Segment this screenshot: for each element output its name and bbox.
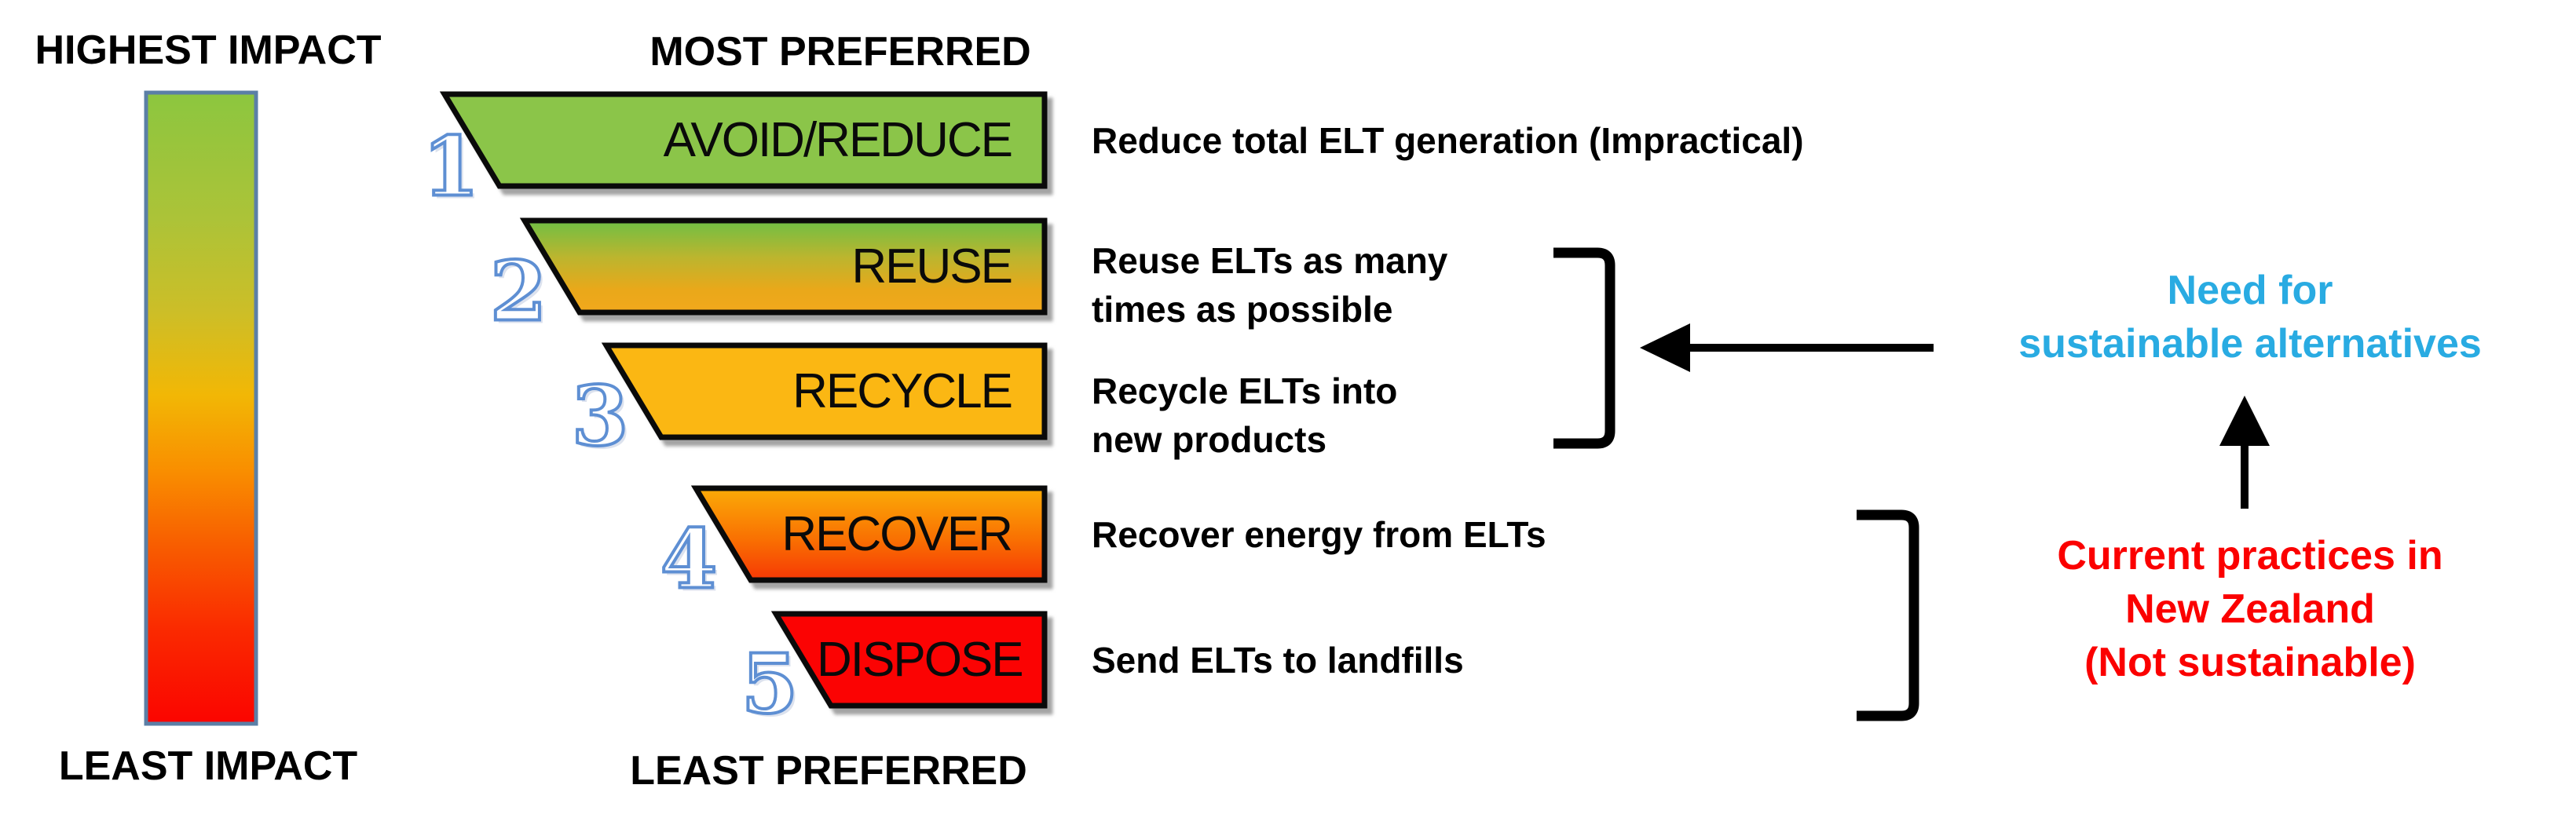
step-5-description-line1: Send ELTs to landfills [1092,639,1464,681]
step-1-number: 1 [421,117,481,217]
current-note-line3: (Not sustainable) [2084,640,2416,685]
step-5-number: 5 [740,634,800,734]
step-4-label: RECOVER [781,507,1013,561]
need-for-alternatives-note: Need for sustainable alternatives [1948,264,2552,371]
step-3-description-line1: Recycle ELTs into [1092,371,1398,411]
step-4-description: Recover energy from ELTs [1092,488,1924,580]
step-2-number: 2 [488,242,548,341]
least-preferred-label: LEAST PREFERRED [630,748,1027,794]
highest-impact-label: HIGHEST IMPACT [35,27,382,73]
impact-bar-rect [144,90,258,726]
step-3-description: Recycle ELTs into new products [1092,363,1924,468]
step-3-label: RECYCLE [792,364,1013,418]
step-3-description-line2: new products [1092,419,1327,460]
step-1-description-line1: Reduce total ELT generation (Impractical… [1092,119,1804,161]
step-4-shape [690,485,1048,583]
step-5-description: Send ELTs to landfills [1092,614,1924,706]
current-practices-note: Current practices in New Zealand (Not su… [1948,529,2552,689]
step-3-number: 3 [570,367,630,466]
current-note-line2: New Zealand [2125,586,2375,632]
up-arrow-head-icon [2219,396,2270,446]
most-preferred-label: MOST PREFERRED [649,29,1031,75]
step-2-description-line2: times as possible [1092,289,1393,330]
step-4-description-line1: Recover energy from ELTs [1092,513,1546,555]
step-2-description: Reuse ELTs as many times as possible [1092,232,1924,338]
impact-gradient-bar [144,90,258,726]
step-1-description: Reduce total ELT generation (Impractical… [1092,94,1924,186]
need-note-line2: sustainable alternatives [2018,321,2482,367]
step-1-shape [439,91,1048,189]
step-5-label: DISPOSE [817,633,1024,687]
step-5-shape [770,611,1048,709]
current-note-line1: Current practices in [2057,533,2443,579]
step-2-shape [519,217,1048,316]
step-2-description-line1: Reuse ELTs as many [1092,240,1448,281]
step-2-label: REUSE [851,239,1013,294]
need-note-line1: Need for [2167,268,2333,313]
step-1-label: AVOID/REDUCE [663,113,1013,167]
step-4-number: 4 [659,509,719,609]
step-3-shape [601,342,1048,440]
least-impact-label: LEAST IMPACT [58,743,358,789]
